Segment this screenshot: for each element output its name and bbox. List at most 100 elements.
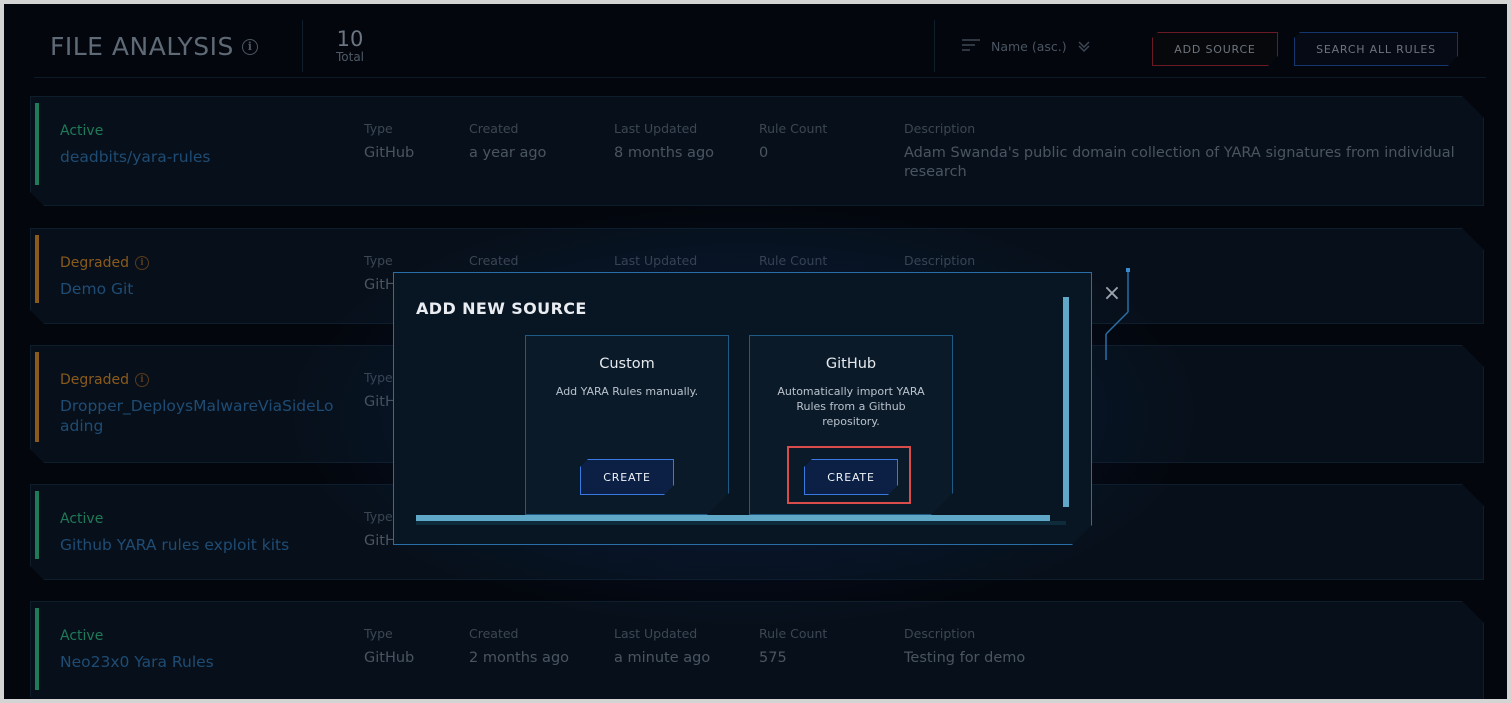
sort-icon: [962, 39, 980, 51]
status-badge: Degraded i: [60, 372, 149, 388]
status-badge: Active: [60, 123, 103, 139]
description-label: Description: [904, 121, 976, 136]
github-source-card[interactable]: GitHub Automatically import YARA Rules f…: [749, 335, 953, 515]
last-updated-column: Last Updated a minute ago: [614, 626, 710, 668]
status-label: Degraded: [60, 372, 130, 388]
status-badge: Active: [60, 511, 103, 527]
description-column: Description: [904, 253, 975, 276]
source-row[interactable]: Active deadbits/yara-rules Type GitHub C…: [30, 96, 1484, 206]
status-bar: [35, 235, 39, 303]
total-counter: 10 Total: [302, 20, 397, 72]
status-badge: Degraded i: [60, 255, 149, 271]
info-icon[interactable]: i: [135, 373, 149, 387]
card-description: Automatically import YARA Rules from a G…: [777, 385, 925, 428]
status-bar: [35, 491, 39, 559]
type-label: Type: [364, 626, 393, 641]
close-icon[interactable]: ×: [1102, 281, 1122, 306]
card-description: Add YARA Rules manually.: [555, 385, 699, 398]
total-count: 10: [336, 27, 364, 51]
type-column: Type GitH: [364, 370, 396, 412]
created-value: 2 months ago: [469, 650, 570, 666]
chevron-down-icon: [1078, 41, 1090, 53]
type-label: Type: [364, 509, 393, 524]
status-label: Active: [60, 123, 104, 139]
custom-source-card[interactable]: Custom Add YARA Rules manually. CREATE: [525, 335, 729, 515]
info-icon[interactable]: i: [135, 256, 149, 270]
rule-count-column: Rule Count: [759, 253, 827, 276]
description-value: Adam Swanda's public domain collection o…: [904, 145, 1455, 180]
last-updated-column: Last Updated 8 months ago: [614, 121, 714, 163]
status-label: Active: [60, 628, 104, 644]
status-bar: [35, 103, 39, 185]
title-group: FILE ANALYSIS i: [50, 32, 258, 61]
created-label: Created: [469, 121, 519, 136]
create-custom-button[interactable]: CREATE: [580, 459, 674, 495]
info-icon[interactable]: i: [241, 38, 258, 55]
type-value: GitH: [364, 394, 396, 410]
type-label: Type: [364, 370, 393, 385]
last-updated-value: a minute ago: [614, 650, 711, 666]
rule-count-column: Rule Count 0: [759, 121, 827, 163]
last-updated-label: Last Updated: [614, 121, 698, 136]
last-updated-label: Last Updated: [614, 626, 698, 641]
type-column: Type GitH: [364, 509, 396, 551]
description-column: Description Testing for demo: [904, 626, 1025, 668]
modal-title: ADD NEW SOURCE: [416, 299, 587, 318]
status-bar: [35, 608, 39, 690]
status-bar: [35, 352, 39, 442]
created-column: Created 2 months ago: [469, 626, 569, 668]
rule-count-label: Rule Count: [759, 253, 828, 268]
rule-count-value: 0: [759, 145, 769, 161]
type-column: Type GitHub: [364, 121, 414, 163]
type-value: GitH: [364, 533, 396, 549]
horizontal-scrollbar[interactable]: [416, 515, 1050, 521]
card-title: Custom: [599, 356, 655, 372]
created-label: Created: [469, 253, 519, 268]
rule-count-column: Rule Count 575: [759, 626, 827, 668]
status-badge: Active: [60, 628, 103, 644]
add-source-button[interactable]: ADD SOURCE: [1152, 32, 1278, 66]
type-column: Type GitH: [364, 253, 396, 295]
status-label: Degraded: [60, 255, 130, 271]
page-title: FILE ANALYSIS: [50, 32, 234, 61]
created-column: Created a year ago: [469, 121, 546, 163]
source-name-link[interactable]: Github YARA rules exploit kits: [60, 536, 290, 554]
description-label: Description: [904, 253, 976, 268]
source-row[interactable]: Active Neo23x0 Yara Rules Type GitHub Cr…: [30, 601, 1484, 699]
close-decoration: [1105, 268, 1130, 360]
card-title: GitHub: [825, 356, 877, 372]
app-window: FILE ANALYSIS i 10 Total Name (asc.) ADD…: [4, 4, 1507, 699]
horizontal-scrollbar-track: [416, 521, 1066, 525]
source-name-link[interactable]: Demo Git: [60, 280, 134, 298]
sort-label: Name (asc.): [991, 38, 1067, 54]
description-value: Testing for demo: [904, 650, 1026, 666]
created-column: Created: [469, 253, 518, 276]
create-github-button[interactable]: CREATE: [804, 459, 898, 495]
description-label: Description: [904, 626, 976, 641]
type-column: Type GitHub: [364, 626, 414, 668]
description-column: Description Adam Swanda's public domain …: [904, 121, 1464, 182]
created-label: Created: [469, 626, 519, 641]
rule-count-value: 575: [759, 650, 787, 666]
type-label: Type: [364, 121, 393, 136]
sort-dropdown[interactable]: Name (asc.): [934, 20, 1134, 72]
source-name-link[interactable]: deadbits/yara-rules: [60, 148, 211, 166]
highlight-box: [787, 446, 911, 504]
last-updated-value: 8 months ago: [614, 145, 715, 161]
created-value: a year ago: [469, 145, 547, 161]
total-label: Total: [335, 50, 365, 64]
type-label: Type: [364, 253, 393, 268]
page-header: FILE ANALYSIS i 10 Total Name (asc.) ADD…: [34, 20, 1486, 78]
rule-count-label: Rule Count: [759, 121, 828, 136]
search-all-rules-button[interactable]: SEARCH ALL RULES: [1294, 32, 1458, 66]
type-value: GitH: [364, 277, 396, 293]
last-updated-label: Last Updated: [614, 253, 698, 268]
type-value: GitHub: [364, 650, 415, 666]
source-name-link[interactable]: Dropper_DeploysMalwareViaSideLoading: [60, 397, 334, 435]
vertical-scrollbar[interactable]: [1063, 297, 1069, 507]
last-updated-column: Last Updated: [614, 253, 697, 276]
type-value: GitHub: [364, 145, 415, 161]
rule-count-label: Rule Count: [759, 626, 828, 641]
add-source-modal: ADD NEW SOURCE Custom Add YARA Rules man…: [393, 272, 1092, 545]
source-name-link[interactable]: Neo23x0 Yara Rules: [60, 653, 214, 671]
